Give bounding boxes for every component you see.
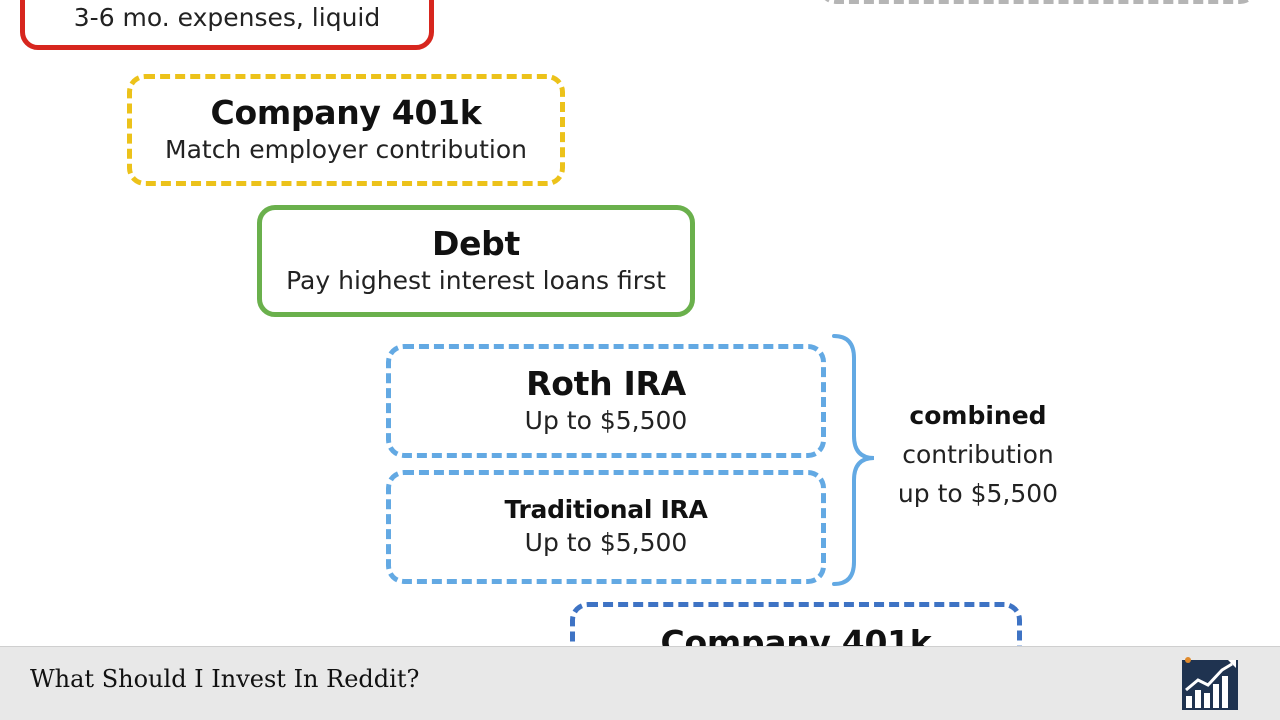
- company-401k-subtitle: Match employer contribution: [165, 135, 527, 164]
- combined-contribution-note: combined contribution up to $5,500: [880, 396, 1076, 513]
- partial-gray-box: [818, 0, 1258, 4]
- emergency-fund-box: 3-6 mo. expenses, liquid: [20, 0, 434, 50]
- combined-note-line2: contribution: [902, 440, 1054, 469]
- company-401k-title: Company 401k: [210, 93, 482, 132]
- footer-bar: What Should I Invest In Reddit?: [0, 646, 1280, 720]
- roth-ira-title: Roth IRA: [526, 364, 686, 403]
- company-401k-box: Company 401k Match employer contribution: [127, 74, 565, 186]
- traditional-ira-title: Traditional IRA: [504, 495, 708, 524]
- roth-ira-box: Roth IRA Up to $5,500: [386, 344, 826, 458]
- debt-box: Debt Pay highest interest loans first: [257, 205, 695, 317]
- combined-note-line1: combined: [909, 401, 1047, 430]
- debt-subtitle: Pay highest interest loans first: [286, 266, 666, 295]
- traditional-ira-box: Traditional IRA Up to $5,500: [386, 470, 826, 584]
- combined-note-line3: up to $5,500: [897, 479, 1059, 508]
- footer-title: What Should I Invest In Reddit?: [30, 665, 420, 693]
- roth-ira-subtitle: Up to $5,500: [524, 406, 688, 435]
- emergency-fund-subtitle: 3-6 mo. expenses, liquid: [73, 3, 381, 32]
- traditional-ira-subtitle: Up to $5,500: [524, 528, 688, 557]
- growth-chart-logo-icon: [1182, 657, 1238, 710]
- debt-title: Debt: [432, 224, 520, 263]
- curly-brace-icon: [832, 334, 875, 586]
